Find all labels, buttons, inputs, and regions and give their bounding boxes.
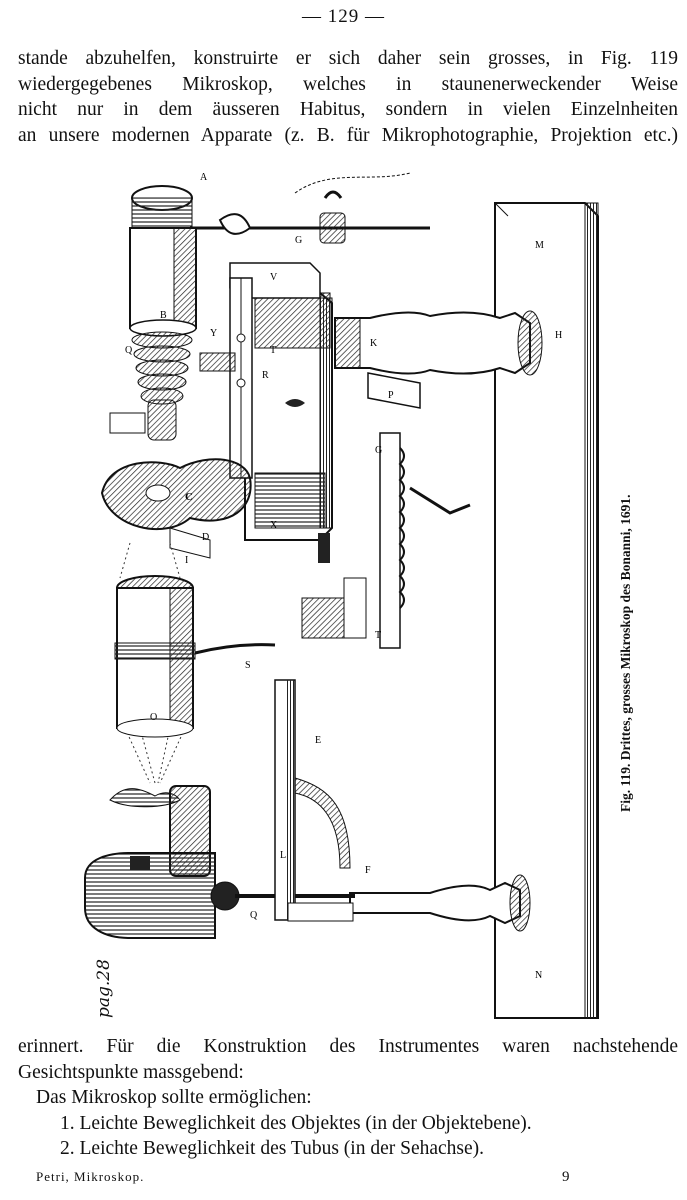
figure-label: I xyxy=(185,555,188,566)
footer-sheet-number: 9 xyxy=(562,1169,570,1185)
stage-block: V R T X G xyxy=(229,235,333,563)
figure-label: F xyxy=(365,865,371,876)
figure-label: B xyxy=(160,310,167,321)
figure-label: T xyxy=(270,345,276,356)
list-item: 1. Leichte Beweglichkeit des Objektes (i… xyxy=(60,1112,532,1134)
text-line: erinnert. Für die Konstruktion des Instr… xyxy=(18,1036,678,1057)
figure-label: V xyxy=(270,272,278,283)
figure-label: D xyxy=(202,532,209,543)
handwritten-note: pag.28 xyxy=(80,938,120,1018)
lamp-housing: Q xyxy=(84,785,355,939)
figure-label: Y xyxy=(210,328,217,339)
feature-list: Das Mikroskop sollte ermöglichen: 1. Lei… xyxy=(36,1085,532,1162)
figure-label: G xyxy=(295,235,302,246)
figure-label: N xyxy=(535,970,542,981)
top-rod xyxy=(190,172,430,244)
figure-label: L xyxy=(280,850,286,861)
figure-label: K xyxy=(370,338,378,349)
detached-rack: T G P xyxy=(301,372,471,649)
text-line: Gesichtspunkte massgebend: xyxy=(18,1061,244,1083)
figure-label: C xyxy=(185,491,193,503)
text-line: an unsere modernen Apparate (z. B. für M… xyxy=(18,124,678,146)
figure-label: Q xyxy=(250,910,258,921)
base-board: M H N xyxy=(494,202,599,1019)
lamp-rail: L F E xyxy=(274,679,371,922)
figure-label: X xyxy=(270,520,278,531)
handwritten-note-text: pag.28 xyxy=(94,959,114,1018)
bottom-paragraph: erinnert. Für die Konstruktion des Instr… xyxy=(18,1034,678,1085)
microscope-engraving: M H N K V R T X G xyxy=(84,172,599,1019)
figure-label: E xyxy=(315,735,321,746)
figure-label: T xyxy=(375,630,381,641)
figure-label: A xyxy=(200,172,208,183)
text-line: stande abzuhelfen, konstruirte er sich d… xyxy=(18,48,678,69)
caption-text: Fig. 119. Drittes, grosses Mikroskop des… xyxy=(618,494,633,812)
object-plate: C D I xyxy=(100,412,252,566)
figure-label: G xyxy=(375,445,382,456)
text-line: nicht nur in dem äusseren Habitus, sonde… xyxy=(18,99,678,120)
figure-label: Q xyxy=(125,345,133,356)
upper-tube: B A Q Y xyxy=(125,172,236,441)
figure-label: H xyxy=(555,330,562,341)
list-intro: Das Mikroskop sollte ermöglichen: xyxy=(36,1087,312,1108)
upper-pillar: K xyxy=(334,310,543,376)
figure-caption: Fig. 119. Drittes, grosses Mikroskop des… xyxy=(596,372,633,812)
top-paragraph: stande abzuhelfen, konstruirte er sich d… xyxy=(18,46,678,148)
figure-label: M xyxy=(535,240,544,251)
condenser-cylinder: O S xyxy=(114,575,276,738)
figure-label: S xyxy=(245,660,251,671)
text-line: wiedergegebenes Mikroskop, welches in st… xyxy=(18,73,678,95)
figure-label: P xyxy=(388,390,394,401)
lower-pillar xyxy=(349,874,531,932)
footer-signature: Petri, Mikroskop. xyxy=(36,1169,145,1184)
guide-rail xyxy=(229,277,253,479)
light-cone xyxy=(119,542,186,784)
figure-label: R xyxy=(262,370,269,381)
page-number: — 129 — xyxy=(302,6,385,27)
list-item: 2. Leichte Beweglichkeit des Tubus (in d… xyxy=(60,1138,485,1159)
figure-label: O xyxy=(150,712,157,723)
